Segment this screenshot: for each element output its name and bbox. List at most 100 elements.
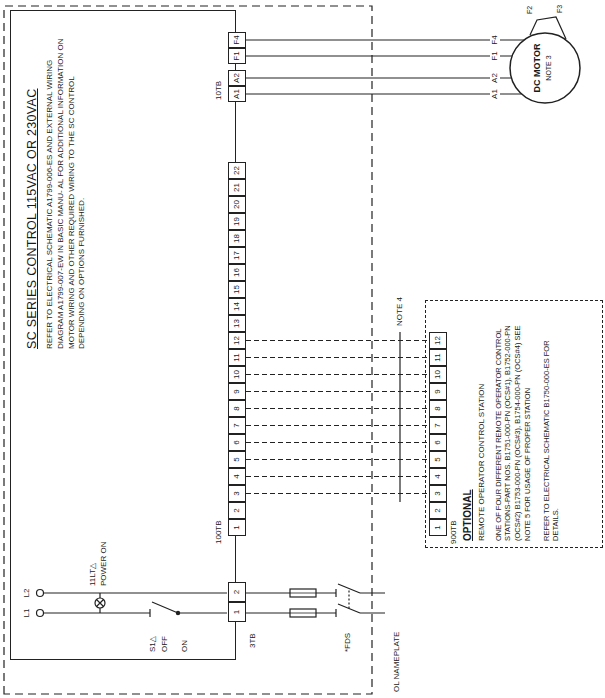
cell-holder: 16: [229, 265, 245, 280]
callout-label: ON: [180, 640, 190, 652]
switch-link: [348, 589, 349, 609]
callout-label: L2: [22, 583, 32, 603]
terminal-cell: 15: [228, 281, 246, 298]
wire-connector: [246, 442, 429, 443]
terminal-cell: 3: [429, 485, 447, 502]
lamp-cross: [97, 600, 104, 607]
terminal-cell: F4: [228, 32, 246, 48]
terminal-cell: 10: [228, 366, 246, 383]
terminal-number: 20: [229, 197, 245, 212]
wire-connector: [246, 55, 512, 56]
terminal-cell: 11: [429, 349, 447, 366]
terminal-cell: 2: [228, 582, 246, 602]
wire-connector: [246, 459, 429, 460]
motor-note: NOTE 3: [545, 32, 554, 104]
terminal-number: 22: [229, 163, 245, 178]
label-holder: L2: [22, 583, 32, 603]
control-enclosure: SC SERIES CONTROL 115VAC OR 230VACREFER …: [10, 10, 236, 660]
terminal-cell: 12: [228, 332, 246, 349]
cell-holder: 9: [430, 384, 446, 399]
terminal-number: 3: [430, 486, 446, 501]
cell-holder: 12: [229, 333, 245, 348]
strip-label: 3TB: [248, 633, 258, 648]
wire-label: A2: [490, 72, 500, 84]
wire-connector: [246, 391, 429, 392]
terminal-cell: 16: [228, 264, 246, 281]
supply-wire: [44, 593, 228, 613]
cell-holder: 3: [229, 486, 245, 501]
wire-connector: [246, 408, 429, 409]
terminal-number: 7: [229, 418, 245, 433]
terminal-number: 12: [430, 333, 446, 348]
cell-holder: 6: [229, 435, 245, 450]
callout-label: 11LT△: [88, 563, 98, 586]
terminal-cell: 17: [228, 247, 246, 264]
terminal-number: 17: [229, 248, 245, 263]
terminal-cell: 4: [429, 468, 447, 485]
terminal-strip: 3TB12: [228, 582, 246, 622]
note-holder: REFER TO ELECTRICAL SCHEMATIC A1799-006-…: [45, 27, 88, 349]
option-box: OPTIONALREMOTE OPERATOR CONTROL STATIONO…: [425, 300, 603, 548]
fuse-element: [290, 593, 316, 613]
option-text: REFER TO ELECTRICAL SCHEMATIC B1750-000-…: [542, 307, 562, 541]
callout-label: POWER ON: [99, 542, 109, 586]
terminal-cell: 1: [228, 519, 246, 536]
motor-name: DC MOTOR: [532, 32, 543, 104]
terminal-number: 5: [430, 452, 446, 467]
terminal-number: 9: [430, 384, 446, 399]
label-holder: 11LT△: [88, 563, 98, 586]
cell-holder: 2: [229, 503, 245, 518]
wire-label-holder: A1: [483, 82, 501, 106]
terminal-number: 19: [229, 214, 245, 229]
terminal-cell: 19: [228, 213, 246, 230]
cell-holder: 13: [229, 316, 245, 331]
cell-holder: 9: [229, 384, 245, 399]
terminal-cell: 5: [228, 451, 246, 468]
wire-label-holder: A2: [483, 66, 501, 90]
terminal-number: 10: [229, 367, 245, 382]
label-holder: OL NAMEPLATE: [392, 632, 402, 692]
option-text: REMOTE OPERATOR CONTROL STATION: [477, 307, 487, 541]
label-holder: F2: [526, 6, 535, 14]
cell-holder: 4: [229, 469, 245, 484]
terminal-cell: 6: [429, 434, 447, 451]
cell-holder: A1: [229, 87, 245, 101]
wire-label-holder: F1: [483, 44, 501, 68]
cell-holder: 15: [229, 282, 245, 297]
field-winding: [530, 17, 566, 39]
wire-connector: [246, 340, 429, 341]
terminal-number: A2: [229, 71, 245, 85]
disconnect-switch: [336, 584, 360, 617]
terminal-cell: 7: [429, 417, 447, 434]
motor-outline: [509, 32, 581, 104]
cell-holder: 21: [229, 180, 245, 195]
wire-connector: [246, 357, 429, 358]
terminal-cell: 18: [228, 230, 246, 247]
cell-holder: 11: [229, 350, 245, 365]
terminal-cell: 9: [429, 383, 447, 400]
label-holder: L1: [22, 603, 32, 623]
wire-label: F4: [490, 34, 500, 45]
cell-holder: 1: [430, 520, 446, 535]
strip-label-holder: 10TB: [214, 81, 224, 100]
cell-holder: 1: [229, 520, 245, 535]
cell-holder: 7: [430, 418, 446, 433]
terminal-cell: 22: [228, 162, 246, 179]
terminal-cell: 10: [429, 366, 447, 383]
cell-holder: A2: [229, 71, 245, 85]
terminal-cell: 8: [429, 400, 447, 417]
label-holder: S1△: [148, 636, 158, 652]
terminal-number: 5: [229, 452, 245, 467]
cell-holder: 7: [229, 418, 245, 433]
strip-label-holder: 900TB: [449, 520, 459, 544]
wire-connector: [246, 93, 522, 94]
cell-holder: 19: [229, 214, 245, 229]
switch-pivot: [176, 611, 179, 614]
label-holder: NOTE 4: [395, 297, 405, 326]
cell-holder: 5: [229, 452, 245, 467]
cell-holder: 1: [229, 603, 245, 621]
cell-holder: 11: [430, 350, 446, 365]
wire-label: F1: [490, 50, 500, 61]
terminal-number: 2: [430, 503, 446, 518]
